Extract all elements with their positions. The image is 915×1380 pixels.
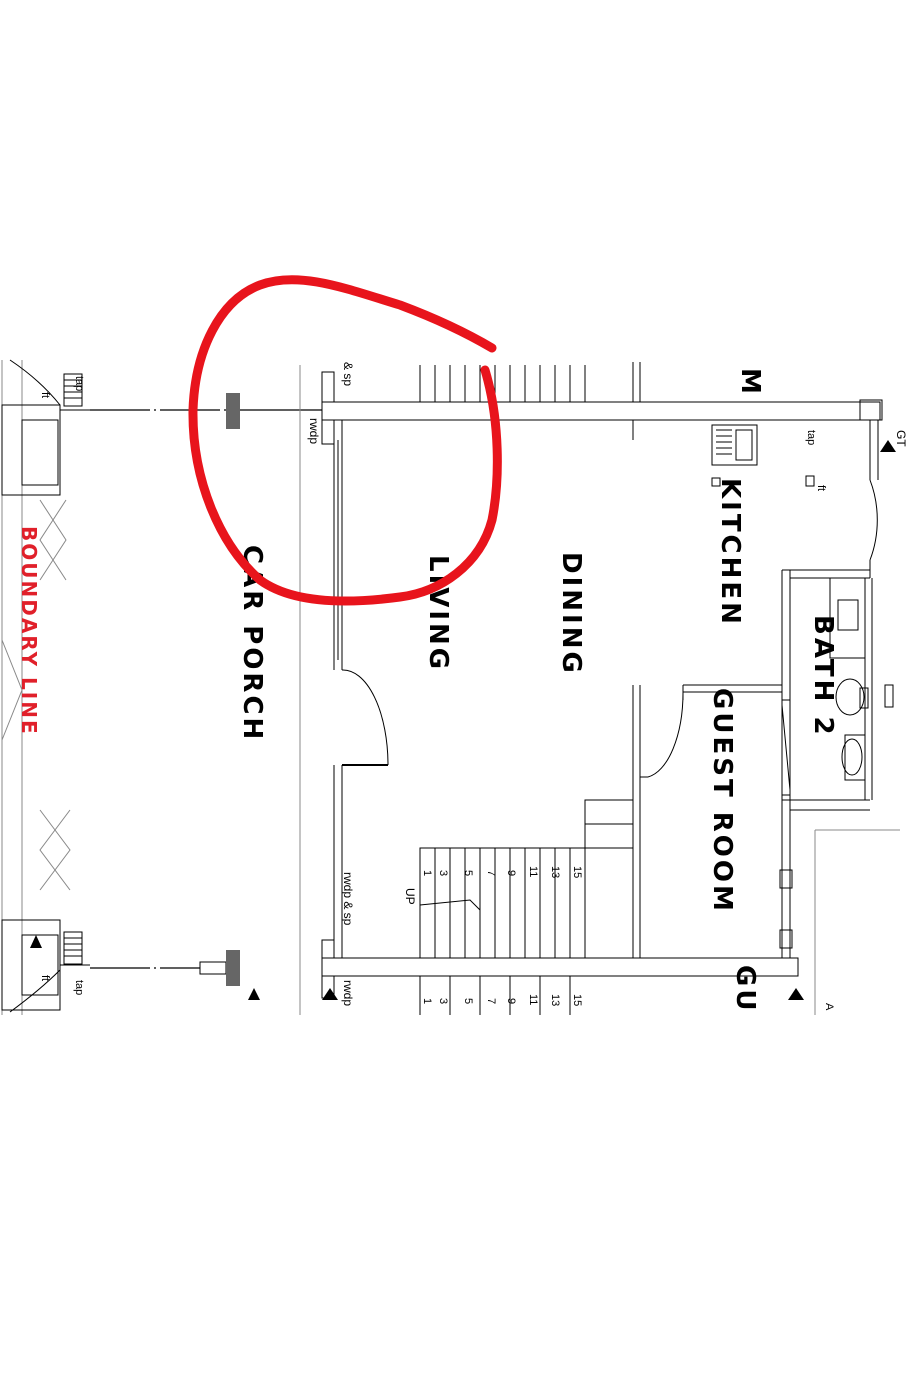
rwdp-sp-bottom-label: rwdp & sp: [341, 872, 355, 926]
stair-number: 7: [485, 870, 497, 876]
rwdp-sp-top-label: & sp: [341, 362, 355, 386]
gt-label: GT: [894, 430, 908, 447]
stair-number: 5: [462, 998, 474, 1004]
stair-number: 9: [505, 870, 517, 876]
bath-fixtures: [781, 577, 894, 796]
stair-number: 7: [485, 998, 497, 1004]
rwdp-bottom-label: rwdp: [341, 980, 355, 1006]
stair-up-label: UP: [403, 888, 417, 905]
room-label-bath-2: BATH 2: [808, 615, 838, 738]
tap-left-top-label: tap: [73, 376, 85, 391]
gate-lines: [90, 393, 322, 986]
pillar-bottom: [1, 919, 90, 1013]
room-label-kitchen: KITCHEN: [715, 478, 745, 627]
stair-number: 13: [549, 994, 561, 1006]
stair-number: 15: [571, 994, 583, 1006]
stair-steps-upper: [419, 365, 586, 402]
stair-number: 9: [505, 998, 517, 1004]
stair-number: 1: [421, 870, 433, 876]
stair-number: 3: [437, 870, 449, 876]
stair-number: 5: [462, 870, 474, 876]
room-label-edge-gu: GU: [730, 965, 760, 1013]
rwdp-top-label: rwdp: [307, 418, 321, 444]
room-label-edge-m: M: [735, 368, 765, 397]
room-label-living: LIVING: [423, 555, 453, 672]
boundary-line-label: BOUNDARY LINE: [17, 526, 41, 736]
kitchen-sink: [711, 424, 815, 487]
pillar-top: [1, 359, 90, 496]
marker-arrows: [30, 440, 896, 1000]
ft-left-top-label: ft: [39, 392, 51, 398]
tap-kitchen-label: tap: [805, 430, 817, 445]
room-label-edge-a: A: [823, 1003, 835, 1011]
room-label-dining: DINING: [556, 552, 586, 676]
stair-number: 13: [549, 866, 561, 878]
stair-number: 11: [527, 866, 539, 877]
ft-kitchen-label: ft: [815, 485, 827, 491]
ft-left-bottom-label: ft: [39, 975, 51, 981]
walls: [321, 362, 900, 1015]
stair-steps-main: [419, 799, 634, 959]
stair-number: 11: [527, 994, 539, 1005]
tap-left-bottom-label: tap: [73, 980, 85, 995]
stair-number: 15: [571, 866, 583, 878]
room-label-guest-room: GUEST ROOM: [707, 688, 737, 914]
red-circle-annotation: [188, 275, 502, 606]
stair-number: 3: [437, 998, 449, 1004]
stair-number: 1: [421, 998, 433, 1004]
stair-steps-lower: [419, 976, 571, 1015]
